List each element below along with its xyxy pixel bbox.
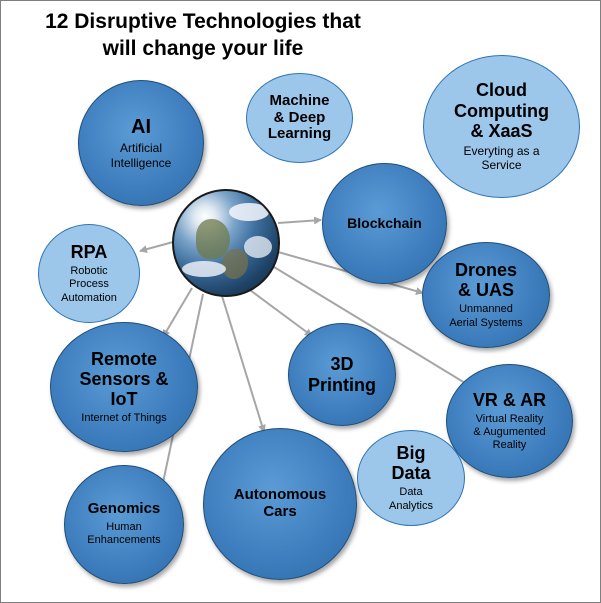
node-drones-name: Drones & UAS [454,260,517,301]
arrow-to-3d-printing [249,289,313,337]
node-ai-name: AI [131,115,151,138]
node-3d-printing: 3D Printing [288,323,396,426]
arrow-to-cars [221,295,266,433]
earth-globe-icon [172,189,280,297]
arrow-to-blockchain [277,216,322,225]
node-vrar-name: VR & AR [472,389,547,410]
node-cloud-computing: Cloud Computing & XaaS Everyting as a Se… [423,55,580,198]
node-bigdata-sub: Data Analytics [388,486,434,512]
node-blockchain-name: Blockchain [347,214,422,231]
node-rpa: RPA Robotic Process Automation [38,224,140,323]
node-drones: Drones & UAS Unmanned Aerial Systems [422,242,550,348]
node-genomics: Genomics Human Enhancements [64,465,184,584]
title-line-1: 12 Disruptive Technologies that [45,10,361,33]
node-printing-name: 3D Printing [308,354,376,395]
node-vr-ar: VR & AR Virtual Reality & Augumented Rea… [446,364,573,478]
node-vrar-sub: Virtual Reality & Augumented Reality [473,412,546,452]
node-ai-sub: Artificial Intelligence [110,141,172,170]
node-cars-name: Autonomous Cars [233,486,327,520]
node-drones-sub: Unmanned Aerial Systems [449,303,523,329]
node-bigdata-name: Big Data [391,443,431,484]
node-remote-sensors: Remote Sensors & IoT Internet of Things [50,322,198,452]
node-machine-learning: Machine & Deep Learning [246,73,353,163]
node-cloud-sub: Everyting as a Service [463,143,540,173]
node-rpa-sub: Robotic Process Automation [61,265,117,304]
arrow-to-sensors [162,287,193,338]
node-blockchain: Blockchain [322,163,447,284]
node-genomics-name: Genomics [87,500,161,518]
node-ml-name: Machine & Deep Learning [267,91,332,143]
node-rpa-name: RPA [70,242,108,263]
node-sensors-sub: Internet of Things [81,412,167,425]
node-cloud-name: Cloud Computing & XaaS [454,80,549,141]
node-sensors-name: Remote Sensors & IoT [79,348,169,409]
node-big-data: Big Data Data Analytics [357,430,465,526]
node-autonomous-cars: Autonomous Cars [203,428,357,580]
diagram-title: 12 Disruptive Technologies that will cha… [8,8,398,62]
title-line-2: will change your life [102,37,304,60]
node-ai: AI Artificial Intelligence [78,80,204,206]
arrow-to-vrar [273,266,471,387]
node-genomics-sub: Human Enhancements [87,521,161,547]
arrow-to-rpa [139,241,174,254]
